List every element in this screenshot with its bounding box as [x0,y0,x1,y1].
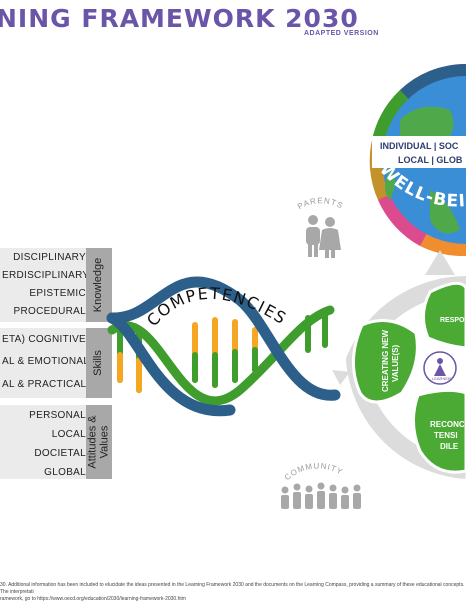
knowledge-item: ERDISCIPLINARY [2,270,90,281]
skills-item: ETA) COGNITIVE [2,334,87,345]
knowledge-tab: Knowledge [86,248,112,322]
leaf-bottom-line1: RECONC [430,420,465,429]
skills-item: AL & EMOTIONAL [2,356,90,367]
cycle-arrow-icon [332,370,350,385]
globe-banner [372,136,466,168]
attitudes-panel: PERSONAL LOCAL DOCIETAL GLOBAL [0,405,86,479]
community-icon [281,482,361,509]
attitudes-item: PERSONAL [29,410,86,421]
knowledge-item: DISCIPLINARY [13,252,86,263]
attitudes-tab: Attitudes &Values [86,405,112,479]
leaf-bottom-line3: DILE [440,442,459,451]
knowledge-panel: DISCIPLINARY ERDISCIPLINARY EPISTEMIC PR… [0,248,90,322]
parents-icon [306,215,341,258]
globe-banner-line1: INDIVIDUAL | SOC [380,141,459,151]
leaf-taking-responsibility [422,281,466,350]
cycle-arrow-icon [425,250,455,275]
attitudes-item: DOCIETAL [34,448,86,459]
skills-item: AL & PRACTICAL [2,379,87,390]
skills-tab: Skills [86,328,112,398]
parents-label: PARENTS [296,196,345,211]
learner-icon [434,358,446,376]
globe-banner-line2: LOCAL | GLOB [398,155,463,165]
leaf-left-line2: VALUE(S) [391,344,400,382]
page-title: NING FRAMEWORK 2030 [0,4,359,33]
leaf-creating-new-value [351,319,419,404]
dna-helix [106,276,341,417]
learner-label: LEARNER [432,376,451,381]
attitudes-item: LOCAL [51,429,86,440]
knowledge-item: EPISTEMIC [29,288,86,299]
footnote-line1: 30. Additional information has been incl… [0,582,465,595]
leaf-reconciling-tensions [412,388,466,474]
skills-panel: ETA) COGNITIVE AL & EMOTIONAL AL & PRACT… [0,328,90,398]
leaf-top-label: RESPO [440,317,465,324]
leaf-left-line1: CREATING NEW [381,329,390,392]
footnote-line2: ramework, go to https://www.oecd.org/edu… [0,596,186,602]
footnote: 30. Additional information has been incl… [0,582,466,603]
dna-rungs [117,311,328,393]
page-subtitle: ADAPTED VERSION [304,30,379,37]
knowledge-item: PROCEDURAL [13,306,86,317]
attitudes-item: GLOBAL [44,467,86,478]
community-label: COMMUNITY [283,461,345,482]
leaf-bottom-line2: TENSI [434,431,458,440]
